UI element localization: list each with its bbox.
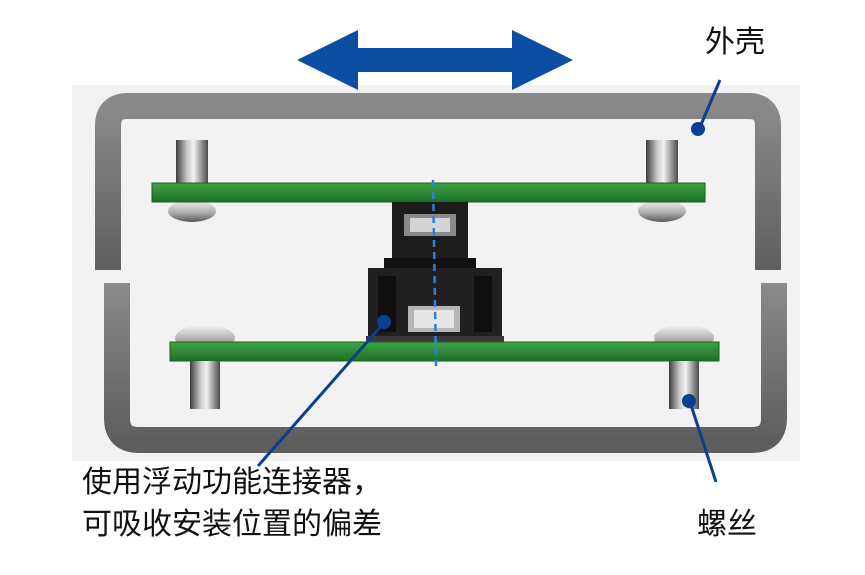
double-arrow-icon <box>297 30 573 90</box>
connector-plug <box>384 202 476 268</box>
leader-screw-dot <box>682 394 696 408</box>
screw-top-left <box>176 140 208 186</box>
screw-top-left-nut <box>168 200 216 222</box>
leader-connector-dot <box>377 315 391 329</box>
pcb-lower <box>169 341 720 362</box>
connector-callout: 使用浮动功能连接器， 可吸收安装位置的偏差 <box>82 462 382 546</box>
leader-connector <box>256 323 385 467</box>
screw-top-right <box>646 140 678 186</box>
housing-upper <box>95 93 781 270</box>
label-housing: 外壳 <box>705 25 765 60</box>
screw-top-right-nut <box>638 200 686 222</box>
callout-line-2: 可吸收安装位置的偏差 <box>82 507 382 542</box>
leader-housing-dot <box>691 122 705 136</box>
leader-screw <box>688 401 718 483</box>
leader-housing <box>698 79 722 128</box>
screw-bottom-left <box>190 361 220 409</box>
pcb-upper <box>151 182 706 203</box>
housing-lower <box>104 283 787 453</box>
callout-line-1: 使用浮动功能连接器， <box>82 465 382 500</box>
label-screw: 螺丝 <box>697 507 757 542</box>
